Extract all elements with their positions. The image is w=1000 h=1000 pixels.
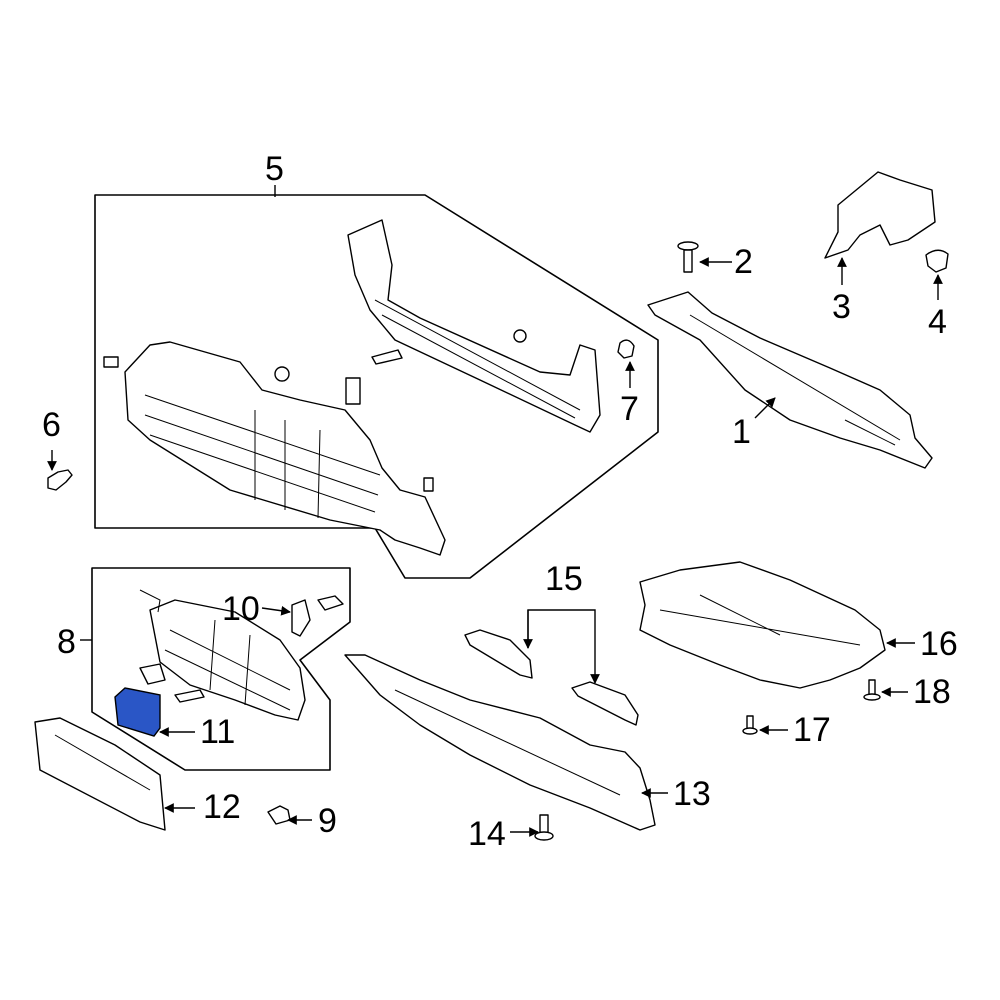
bolt-part-18[interactable] <box>863 679 881 701</box>
bolt-part-17[interactable] <box>742 715 758 735</box>
clip-7[interactable] <box>617 339 635 359</box>
lower-deflector-part-12[interactable] <box>34 717 166 831</box>
splash-shield-part-13[interactable] <box>344 654 656 831</box>
bracket-right-part-15[interactable] <box>571 681 639 726</box>
upper-cover-part-1[interactable] <box>647 291 933 469</box>
callout-5: 5 <box>265 150 284 188</box>
callout-labels: 1 2 3 4 5 6 7 8 9 10 11 12 13 14 15 16 1… <box>42 150 958 853</box>
callout-12: 12 <box>203 788 241 826</box>
callout-4: 4 <box>928 303 947 341</box>
bolt-part-9[interactable] <box>267 805 291 825</box>
callout-15: 15 <box>545 560 583 598</box>
callout-3: 3 <box>832 288 851 326</box>
callout-18: 18 <box>913 673 951 711</box>
callout-16: 16 <box>920 625 958 663</box>
leader-lines <box>47 185 943 837</box>
bracket-part-3[interactable] <box>824 171 936 259</box>
bracket-part-10[interactable] <box>291 595 344 637</box>
callout-11: 11 <box>200 713 235 751</box>
callout-8: 8 <box>57 623 76 661</box>
callout-2: 2 <box>734 243 753 281</box>
callout-6: 6 <box>42 406 61 444</box>
callout-17: 17 <box>793 711 831 749</box>
callout-14: 14 <box>468 815 506 853</box>
underbody-shield-part-16[interactable] <box>639 561 886 689</box>
pin-part-4[interactable] <box>925 249 949 273</box>
callout-7: 7 <box>620 390 639 428</box>
callout-1: 1 <box>732 413 751 451</box>
bracket-left-part-15[interactable] <box>464 629 533 679</box>
radiator-support-assembly[interactable] <box>103 219 601 556</box>
bolt-part-6[interactable] <box>47 469 73 491</box>
callout-9: 9 <box>318 802 337 840</box>
callout-13: 13 <box>673 775 711 813</box>
callout-10: 10 <box>222 590 260 628</box>
push-pin-2[interactable] <box>677 241 699 273</box>
bolt-part-14[interactable] <box>534 814 554 841</box>
shutter-subassembly-part-8[interactable] <box>139 589 306 721</box>
